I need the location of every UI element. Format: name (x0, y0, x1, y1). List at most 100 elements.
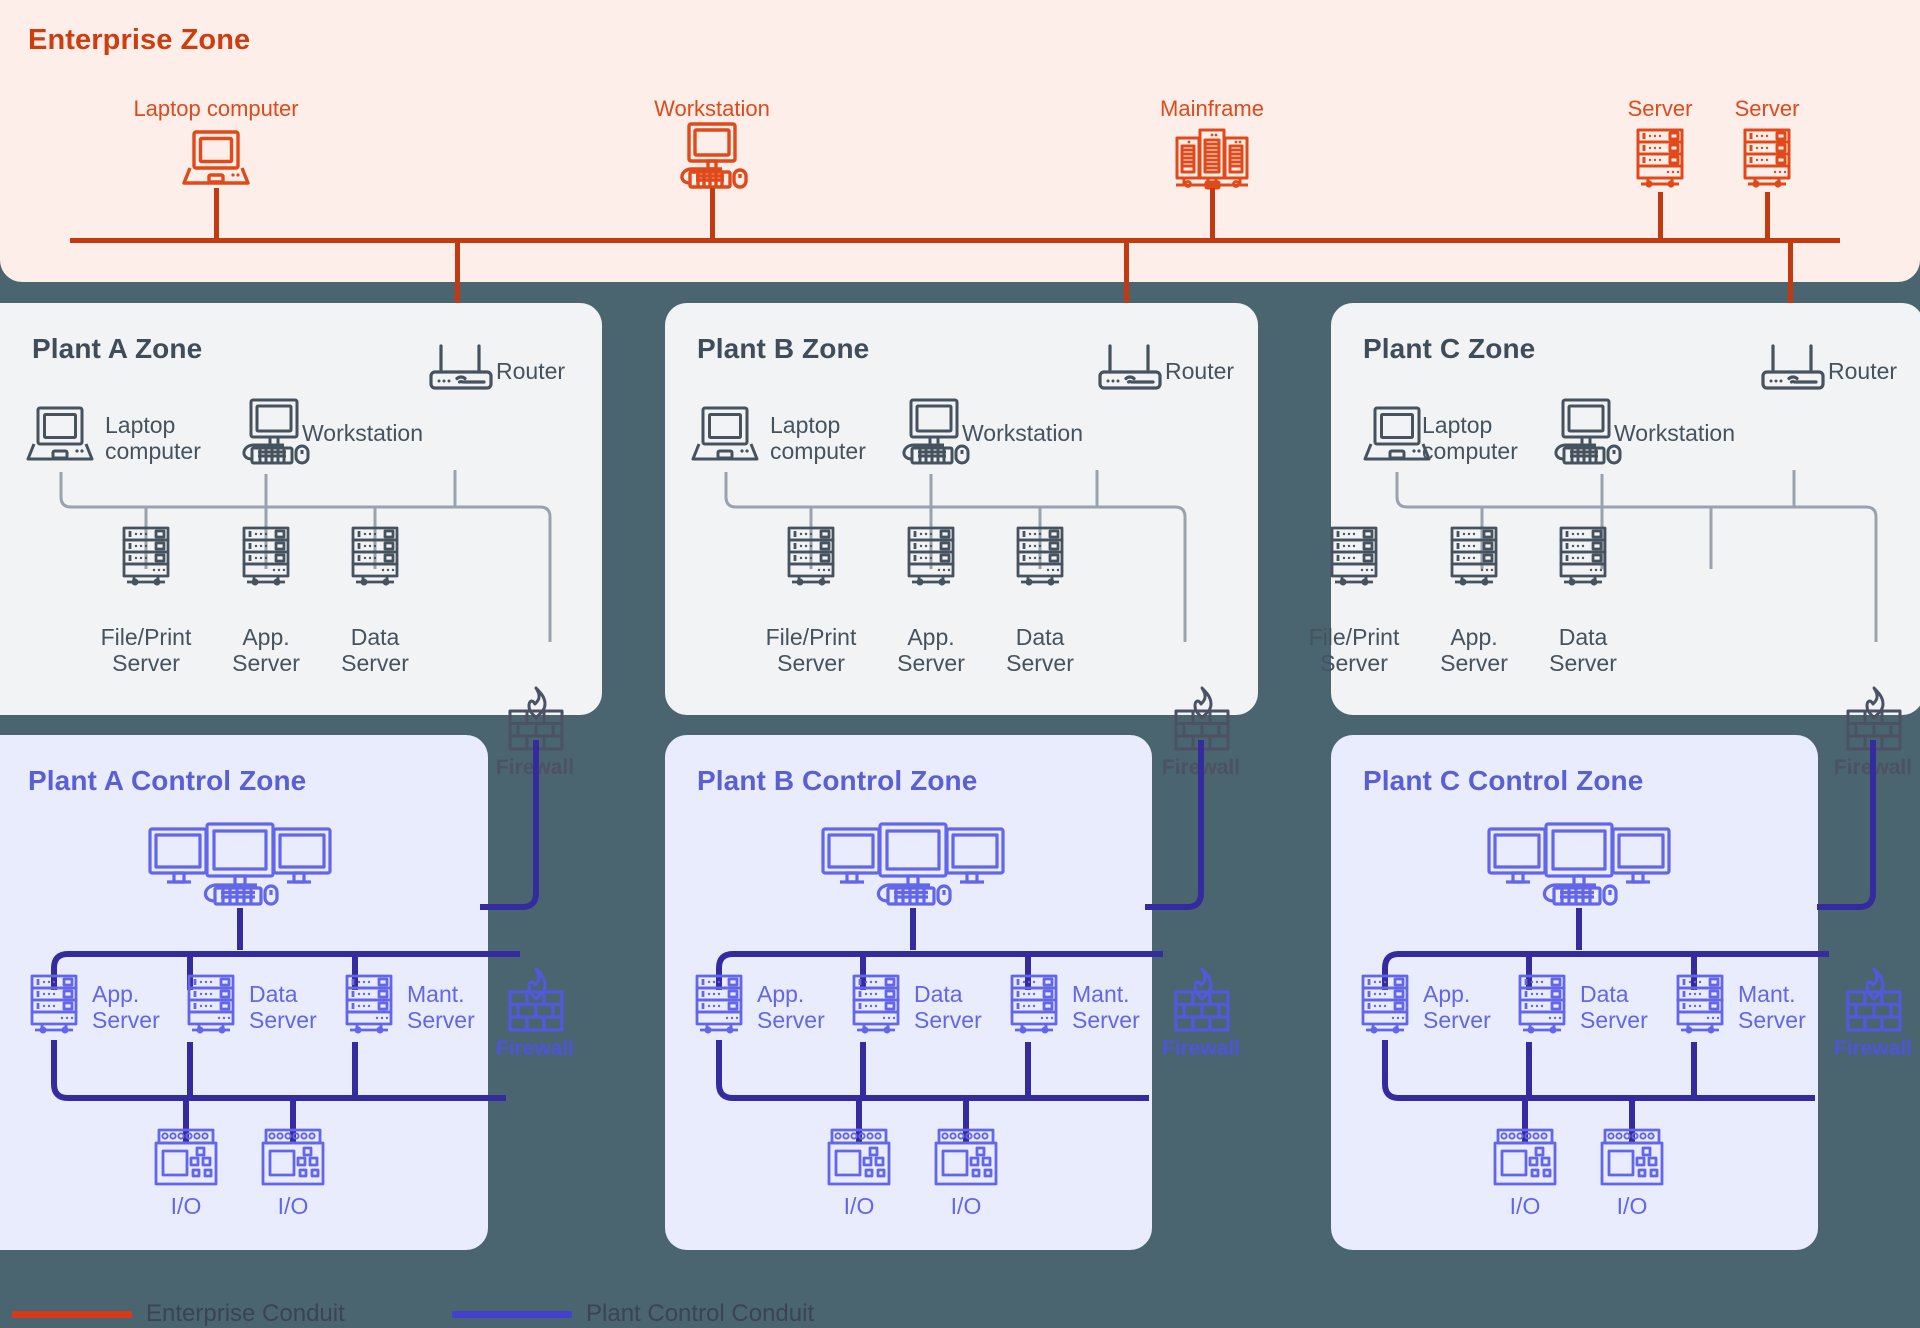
firewall-icon (1838, 685, 1908, 757)
control-server-label-app: App. Server (757, 981, 825, 1034)
control-server-label-data: Data Server (1580, 981, 1648, 1034)
io-module-label: I/O (950, 1193, 982, 1219)
firewall-icon (1166, 685, 1236, 757)
control-server-label-mant: Mant. Server (1738, 981, 1806, 1034)
legend-swatch-plant-control (452, 1310, 572, 1318)
legend-item-plant-control-conduit: Plant Control Conduit (452, 1300, 814, 1328)
server-icon (347, 526, 403, 586)
server-icon (1555, 526, 1611, 586)
plant-server-label-data: Data Server (1549, 624, 1617, 677)
plant-server-label-data: Data Server (1006, 624, 1074, 677)
firewall-label: Firewall (495, 756, 575, 779)
plant-client-label-workstation: Workstation (1614, 420, 1736, 446)
enterprise-drop-server-2 (1765, 192, 1770, 240)
server-icon (238, 526, 294, 586)
enterprise-zone-title: Enterprise Zone (28, 24, 251, 56)
workstation-icon (230, 398, 318, 466)
io-module-label: I/O (277, 1193, 309, 1219)
enterprise-to-plant-b (1124, 238, 1129, 366)
plant-b-control-zone-title: Plant B Control Zone (697, 765, 978, 796)
firewall-label: Firewall (1161, 1037, 1241, 1060)
laptop-icon (176, 128, 256, 190)
operator-console-icon (147, 822, 333, 906)
firewall-label: Firewall (1161, 756, 1241, 779)
server-icon (1739, 128, 1795, 188)
io-module-icon (933, 1128, 999, 1188)
server-icon (1632, 128, 1688, 188)
server-icon (783, 526, 839, 586)
plant-a-zone-title: Plant A Zone (32, 333, 203, 364)
plant-b-zone-title: Plant B Zone (697, 333, 870, 364)
control-server-label-mant: Mant. Server (1072, 981, 1140, 1034)
plant-server-label-app: App. Server (1440, 624, 1508, 677)
router-icon (1097, 342, 1165, 394)
firewall-icon (500, 966, 570, 1038)
legend: Enterprise Conduit Plant Control Conduit (0, 1296, 1920, 1328)
router-label: Router (1828, 358, 1898, 384)
control-server-label-data: Data Server (249, 981, 317, 1034)
io-module-label: I/O (843, 1193, 875, 1219)
server-icon (118, 526, 174, 586)
io-module-label: I/O (1509, 1193, 1541, 1219)
enterprise-node-label-server-1: Server (1627, 96, 1693, 121)
enterprise-node-label-workstation: Workstation (654, 96, 770, 121)
enterprise-drop-server-1 (1658, 192, 1663, 240)
plant-c-control-zone-title: Plant C Control Zone (1363, 765, 1644, 796)
plant-client-label-workstation: Workstation (962, 420, 1084, 446)
enterprise-node-label-server-2: Server (1734, 96, 1800, 121)
plant-server-label-data: Data Server (341, 624, 409, 677)
control-server-label-data: Data Server (914, 981, 982, 1034)
server-icon (848, 974, 904, 1034)
plant-a-control-zone-title: Plant A Control Zone (28, 765, 307, 796)
plant-client-label-laptop: Laptop computer (1422, 412, 1518, 465)
laptop-icon (685, 404, 765, 466)
firewall-label: Firewall (1833, 756, 1913, 779)
plant-server-label-app: App. Server (897, 624, 965, 677)
router-icon (428, 342, 496, 394)
firewall-icon (1166, 966, 1236, 1038)
io-module-icon (260, 1128, 326, 1188)
router-label: Router (496, 358, 566, 384)
firewall-label: Firewall (495, 1037, 575, 1060)
enterprise-drop-mainframe (1210, 188, 1215, 240)
legend-label-enterprise: Enterprise Conduit (146, 1300, 345, 1327)
firewall-icon (1838, 966, 1908, 1038)
workstation-icon (890, 398, 978, 466)
enterprise-drop-laptop (214, 188, 219, 240)
enterprise-bus (70, 238, 1840, 243)
workstation-icon (1542, 398, 1630, 466)
server-icon (183, 974, 239, 1034)
laptop-icon (1357, 404, 1437, 466)
legend-swatch-enterprise (12, 1310, 132, 1318)
server-icon (903, 526, 959, 586)
io-module-icon (1492, 1128, 1558, 1188)
server-icon (1006, 974, 1062, 1034)
server-icon (1012, 526, 1068, 586)
control-server-label-app: App. Server (92, 981, 160, 1034)
server-icon (1672, 974, 1728, 1034)
enterprise-to-plant-a (455, 238, 460, 366)
server-icon (1446, 526, 1502, 586)
enterprise-zone (0, 0, 1920, 282)
workstation-icon (668, 122, 756, 190)
legend-item-enterprise-conduit: Enterprise Conduit (12, 1300, 345, 1328)
server-icon (1357, 974, 1413, 1034)
operator-console-icon (820, 822, 1006, 906)
enterprise-node-label-laptop: Laptop computer (133, 96, 299, 121)
router-icon (1760, 342, 1828, 394)
laptop-icon (20, 404, 100, 466)
server-icon (1514, 974, 1570, 1034)
server-icon (26, 974, 82, 1034)
plant-server-label-app: App. Server (232, 624, 300, 677)
io-module-icon (153, 1128, 219, 1188)
plant-c-control-zone (1331, 735, 1818, 1250)
mainframe-icon (1172, 128, 1252, 190)
legend-label-plant-control: Plant Control Conduit (586, 1300, 815, 1327)
firewall-label: Firewall (1833, 1037, 1913, 1060)
io-module-icon (1599, 1128, 1665, 1188)
plant-c-zone-title: Plant C Zone (1363, 333, 1536, 364)
plant-client-label-laptop: Laptop computer (770, 412, 866, 465)
enterprise-drop-workstation (710, 188, 715, 240)
plant-client-label-workstation: Workstation (302, 420, 424, 446)
